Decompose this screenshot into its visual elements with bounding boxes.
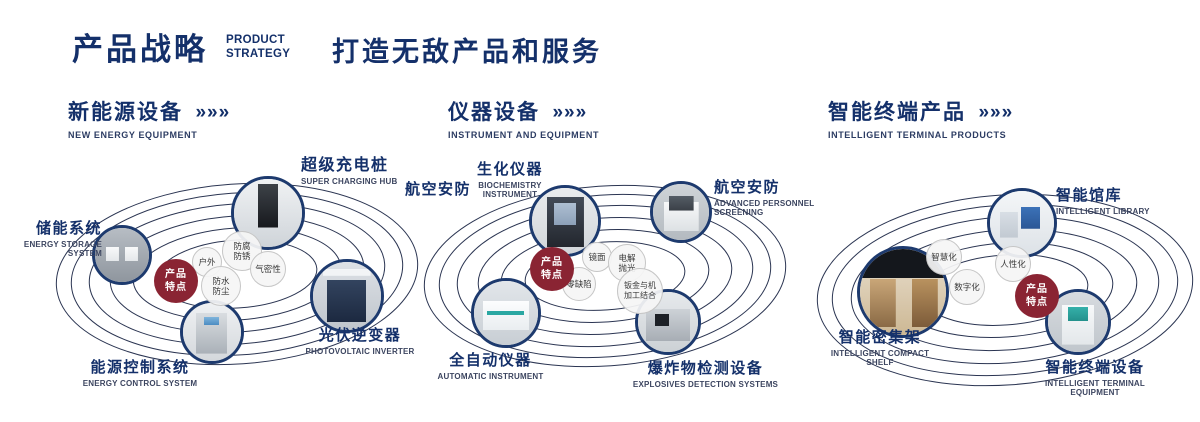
triple-chevron-icon: »»»	[195, 102, 231, 123]
label-compact-shelf: 智能密集架 INTELLIGENT COMPACT SHELF	[826, 326, 934, 367]
feature-text: 电解抛光	[618, 252, 636, 273]
page-title-en: PRODUCT STRATEGY	[226, 34, 290, 61]
product-name-en: AUTOMATIC INSTRUMENT	[437, 372, 544, 381]
feature-text: 智慧化	[931, 251, 957, 262]
feature-bubble-outdoor: 户外	[192, 247, 222, 277]
label-energy-control: 能源控制系统 ENERGY CONTROL SYSTEM	[70, 356, 210, 388]
product-name: 航空安防	[714, 179, 781, 196]
label-explosives-detection: 爆炸物检测设备 EXPLOSIVES DETECTION SYSTEMS	[628, 357, 783, 389]
automatic-instrument-photo	[474, 281, 538, 345]
section-title: 新能源设备	[68, 101, 183, 124]
product-name: 能源控制系统	[90, 359, 190, 376]
feature-text: 人性化	[1000, 258, 1026, 269]
feature-text: 钣金与机加工结合	[624, 281, 656, 300]
product-name: 光伏逆变器	[318, 327, 402, 344]
label-intelligent-library: 智能馆库 INTELLIGENT LIBRARY	[1056, 184, 1150, 216]
badge-line2: 特点	[1026, 297, 1048, 308]
product-circle-personnel-screening	[650, 181, 712, 243]
product-name-en: INTELLIGENT COMPACT SHELF	[830, 349, 930, 367]
product-name-en: BIOCHEMISTRY INSTRUMENT	[478, 181, 542, 199]
product-name: 生化仪器	[476, 161, 543, 178]
label-aviation-security-side: 航空安防	[405, 181, 472, 198]
triple-chevron-icon: »»»	[978, 102, 1014, 123]
section-header-intelligent-terminal: 智能终端产品 »»» INTELLIGENT TERMINAL PRODUCTS	[828, 96, 1013, 140]
badge-line2: 特点	[541, 270, 563, 281]
product-name: 全自动仪器	[449, 352, 532, 369]
feature-bubble-airtight: 气密性	[250, 251, 286, 287]
label-automatic-instrument: 全自动仪器 AUTOMATIC INSTRUMENT	[428, 349, 553, 381]
product-name-en: PHOTOVOLTAIC INVERTER	[305, 347, 415, 356]
photovoltaic-inverter-photo	[313, 262, 381, 330]
page-title: 产品战略	[72, 32, 208, 67]
feature-text: 防水防尘	[212, 275, 230, 296]
badge-line1: 产品	[1026, 284, 1048, 295]
feature-text: 气密性	[255, 263, 281, 274]
label-photovoltaic-inverter: 光伏逆变器 PHOTOVOLTAIC INVERTER	[300, 324, 420, 356]
feature-bubble-intelligent: 智慧化	[926, 239, 962, 275]
feature-bubble-mirror-finish: 镜面	[582, 242, 612, 272]
triple-chevron-icon: »»»	[552, 102, 588, 123]
product-name-en: SUPER CHARGING HUB	[301, 177, 398, 186]
feature-text: 防腐防锈	[233, 240, 251, 261]
badge-line2: 特点	[165, 282, 187, 293]
section-header-new-energy: 新能源设备 »»» NEW ENERGY EQUIPMENT	[68, 96, 230, 140]
product-name-en: EXPLOSIVES DETECTION SYSTEMS	[632, 380, 779, 389]
intelligent-library-photo	[990, 191, 1054, 255]
badge-line1: 产品	[165, 269, 187, 280]
feature-text: 镜面	[588, 251, 606, 262]
page-title-en-line2: STRATEGY	[226, 47, 291, 60]
product-name-en: ADVANCED PERSONNEL SCREENING	[714, 199, 815, 217]
section-title-en: NEW ENERGY EQUIPMENT	[68, 130, 198, 140]
product-name: 超级充电桩	[301, 157, 389, 174]
personnel-screening-photo	[653, 184, 709, 240]
badge-line1: 产品	[541, 257, 563, 268]
product-circle-energy-control	[180, 300, 244, 364]
section-header-instruments: 仪器设备 »»» INSTRUMENT AND EQUIPMENT	[448, 96, 599, 140]
section-title: 仪器设备	[448, 101, 540, 124]
section-title-en: INSTRUMENT AND EQUIPMENT	[448, 130, 600, 140]
feature-bubble-waterproof: 防水防尘	[201, 266, 241, 306]
product-features-badge: 产品 特点	[1015, 274, 1059, 318]
product-circle-biochemistry	[529, 185, 601, 257]
label-biochemistry: 生化仪器 BIOCHEMISTRY INSTRUMENT	[455, 158, 565, 199]
feature-bubble-sheetmetal-machining: 钣金与机加工结合	[617, 268, 663, 314]
product-circle-photovoltaic-inverter	[310, 259, 384, 333]
label-super-charging-hub: 超级充电桩 SUPER CHARGING HUB	[301, 151, 398, 186]
feature-bubble-digital: 数字化	[949, 269, 985, 305]
section-title: 智能终端产品	[828, 101, 966, 124]
product-name-en: ENERGY CONTROL SYSTEM	[82, 379, 198, 388]
product-name-en: ENERGY STORAGE SYSTEM	[23, 240, 102, 258]
label-personnel-screening: 航空安防 ADVANCED PERSONNEL SCREENING	[714, 176, 822, 217]
product-circle-automatic-instrument	[471, 278, 541, 348]
section-title-en: INTELLIGENT TERMINAL PRODUCTS	[828, 130, 1007, 140]
product-name: 爆炸物检测设备	[647, 360, 764, 377]
product-features-badge: 产品 特点	[154, 259, 198, 303]
label-energy-storage: 储能系统 ENERGY STORAGE SYSTEM	[6, 217, 102, 258]
product-name: 智能终端设备	[1045, 359, 1145, 376]
product-features-badge: 产品 特点	[530, 247, 574, 291]
product-name: 储能系统	[35, 220, 102, 237]
page-title-en-line1: PRODUCT	[226, 34, 285, 46]
product-name-en: INTELLIGENT TERMINAL EQUIPMENT	[1045, 379, 1145, 397]
biochemistry-instrument-photo	[532, 188, 598, 254]
product-name: 智能馆库	[1056, 187, 1123, 204]
label-terminal-equipment: 智能终端设备 INTELLIGENT TERMINAL EQUIPMENT	[1020, 356, 1170, 397]
tagline: 打造无敌产品和服务	[332, 37, 602, 67]
feature-text: 数字化	[954, 281, 980, 292]
product-circle-intelligent-library	[987, 188, 1057, 258]
energy-storage-photo	[95, 228, 149, 282]
product-circle-energy-storage	[92, 225, 152, 285]
feature-text: 零缺陷	[566, 278, 592, 289]
energy-control-photo	[183, 303, 241, 361]
product-name: 智能密集架	[838, 329, 922, 346]
feature-text: 户外	[198, 256, 216, 267]
product-name-en: INTELLIGENT LIBRARY	[1056, 207, 1150, 216]
